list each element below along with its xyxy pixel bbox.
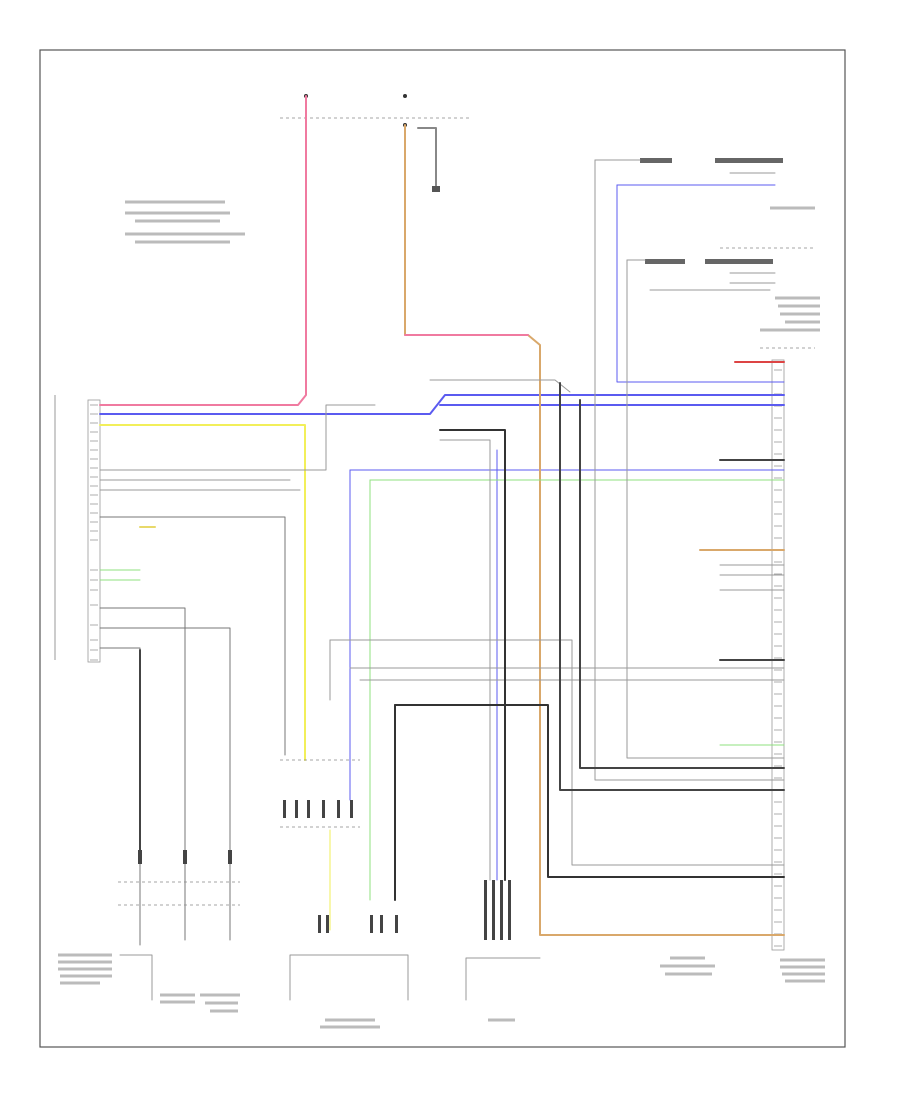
- wire-green: [99, 479, 785, 901]
- legend-notes: [125, 200, 245, 244]
- inline-connector-middle: [280, 759, 360, 828]
- wire-dark: [139, 361, 785, 901]
- inline-connector-lower: [118, 850, 511, 940]
- top-right-connectors: [640, 158, 820, 349]
- ground-symbol: [417, 127, 440, 192]
- left-connector-block: [54, 395, 101, 663]
- wire-gray: [99, 159, 785, 946]
- diagram-frame: [39, 49, 846, 1048]
- component-boxes: [58, 953, 825, 1029]
- right-connector-block: [771, 359, 785, 951]
- wire-pink: [99, 95, 307, 406]
- wire-yellow: [99, 424, 331, 931]
- wire-tan: [404, 124, 785, 936]
- wire-blue-main: [99, 184, 785, 881]
- fuse-block-top: [265, 65, 470, 127]
